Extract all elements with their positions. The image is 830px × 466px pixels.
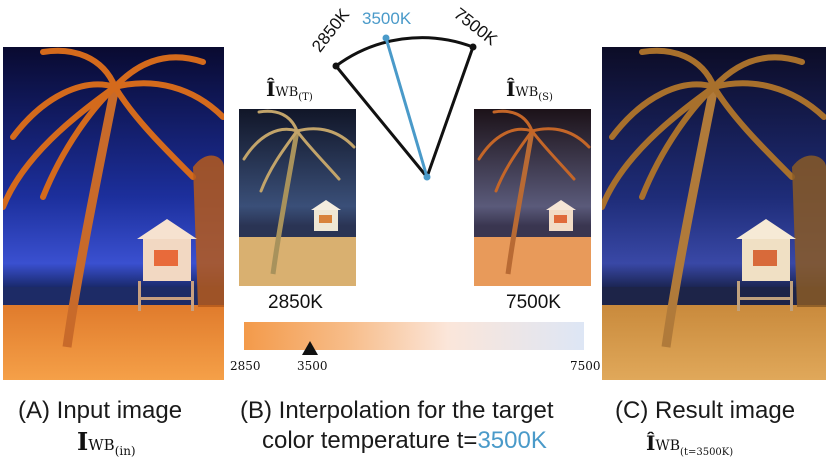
temperature-marker	[302, 341, 318, 355]
caption-a-math: IWB(in)	[77, 427, 136, 458]
result-image	[602, 47, 826, 380]
interp-image-7500k	[474, 109, 591, 286]
caption-b-line2: color temperature t=3500K	[262, 427, 547, 454]
fan-pivot-dot	[423, 173, 431, 181]
input-image	[3, 47, 224, 380]
temperature-gradient-bar	[244, 322, 584, 350]
caption-a: (A) Input image	[18, 397, 183, 424]
right-math-label: ÎWB(S)	[506, 77, 553, 103]
left-temp-label: 2850K	[268, 292, 323, 313]
target-line	[384, 37, 429, 178]
caption-c: (C) Result image	[615, 397, 796, 424]
fan-right-dot	[469, 43, 477, 51]
fan-target-dot	[382, 34, 390, 42]
caption-c-math: ÎWB(t=3500K)	[646, 431, 734, 458]
fan-outline	[334, 36, 475, 179]
right-temp-label: 7500K	[506, 292, 561, 313]
fan-left-dot	[332, 62, 340, 70]
bar-min-label: 2850	[230, 359, 261, 373]
interp-image-2850k	[239, 109, 356, 286]
bar-marker-label: 3500	[297, 359, 328, 373]
bar-max-label: 7500	[570, 359, 601, 373]
caption-b-line1: (B) Interpolation for the target	[240, 397, 554, 424]
fan-target-label: 3500K	[362, 9, 412, 28]
left-math-label: ÎWB(T)	[266, 77, 313, 103]
